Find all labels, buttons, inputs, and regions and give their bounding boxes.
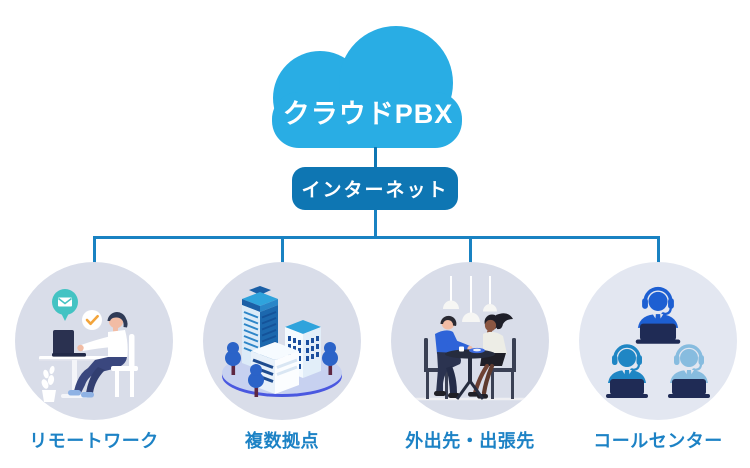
desk <box>39 356 115 398</box>
node-call-center: コールセンター <box>564 262 750 453</box>
connector-drop-call-center <box>657 236 660 263</box>
diagram-title: クラウドPBX <box>282 99 454 129</box>
connector-cloud-internet <box>374 147 377 168</box>
cafe-chair-right <box>490 338 516 399</box>
connector-internet-bus <box>374 210 377 237</box>
node-label-call-center: コールセンター <box>593 431 723 451</box>
remote-work-illustration <box>15 262 173 420</box>
cafe-chair-left <box>424 338 450 399</box>
multi-site-illustration <box>203 262 361 420</box>
internet-box: インターネット <box>292 167 458 210</box>
mail-bubble-icon <box>52 289 78 321</box>
node-label-remote-work: リモートワーク <box>29 431 159 451</box>
tree-icon <box>225 342 338 397</box>
cloud-shape <box>268 22 468 152</box>
remote-worker <box>68 312 128 398</box>
connector-bus <box>93 236 660 239</box>
node-label-on-the-go: 外出先・出張先 <box>405 431 535 451</box>
connector-drop-remote-work <box>93 236 96 263</box>
operator-headset-icon <box>635 286 681 344</box>
node-on-the-go: 外出先・出張先 <box>376 262 564 453</box>
node-remote-work: リモートワーク <box>0 262 188 453</box>
plant <box>41 365 56 402</box>
node-multi-site: 複数拠点 <box>188 262 376 453</box>
operator-headset-icon <box>668 343 710 398</box>
on-the-go-illustration <box>391 262 549 420</box>
connector-drop-multi-site <box>281 236 284 263</box>
node-label-multi-site: 複数拠点 <box>245 431 319 451</box>
check-bubble-icon <box>82 310 102 330</box>
cafe-table <box>445 346 495 400</box>
office-chair <box>111 334 138 397</box>
connector-drop-on-the-go <box>469 236 472 263</box>
pendant-lamp-icon <box>443 276 497 322</box>
laptop-icon <box>52 330 86 357</box>
cloud-icon <box>272 26 462 148</box>
building-icon <box>222 286 342 397</box>
call-center-illustration <box>579 262 737 420</box>
operator-headset-icon <box>606 343 648 398</box>
